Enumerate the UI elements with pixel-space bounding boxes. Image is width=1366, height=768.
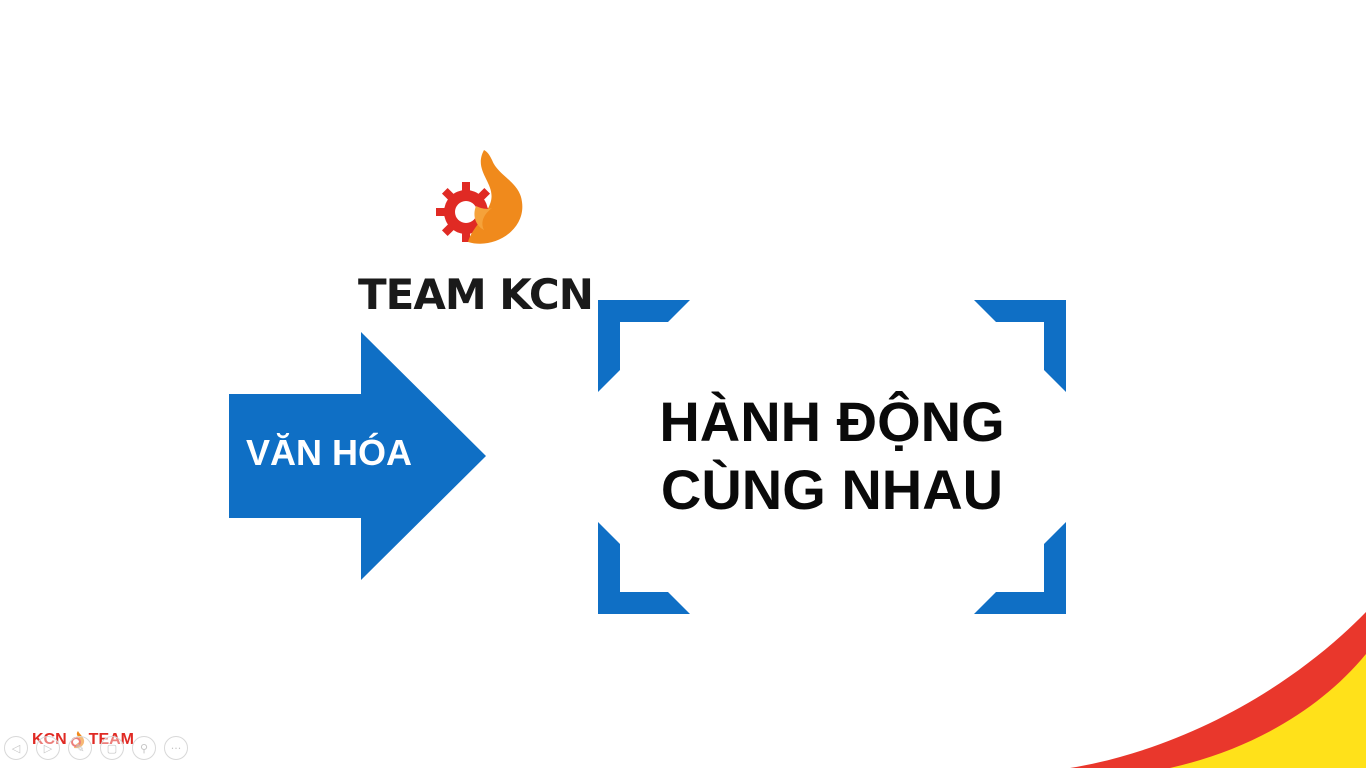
- next-icon: ▷: [43, 741, 53, 755]
- slideshow-toolbar: ◁ ▷ ✎ ▢ ⚲ ···: [4, 736, 188, 760]
- main-message-line2: CÙNG NHAU: [660, 458, 1004, 521]
- pen-icon: ✎: [75, 741, 85, 755]
- decorative-swoosh: [1070, 612, 1366, 768]
- ellipsis-icon: ···: [170, 741, 182, 755]
- main-message-line1: HÀNH ĐỘNG: [659, 390, 1005, 453]
- next-slide-button[interactable]: ▷: [36, 736, 60, 760]
- culture-arrow: [229, 332, 486, 580]
- team-kcn-logo-icon: [436, 150, 523, 244]
- magnifier-icon: ⚲: [139, 741, 149, 755]
- more-options-button[interactable]: ···: [164, 736, 188, 760]
- team-kcn-logo-text: TEAM KCN: [358, 270, 594, 319]
- previous-slide-button[interactable]: ◁: [4, 736, 28, 760]
- previous-icon: ◁: [11, 741, 21, 755]
- see-all-slides-button[interactable]: ▢: [100, 736, 124, 760]
- arrow-label: VĂN HÓA: [246, 432, 413, 473]
- focus-frame: [598, 300, 1066, 614]
- pen-tool-button[interactable]: ✎: [68, 736, 92, 760]
- zoom-button[interactable]: ⚲: [132, 736, 156, 760]
- main-message: HÀNH ĐỘNG CÙNG NHAU: [598, 388, 1066, 524]
- slides-grid-icon: ▢: [106, 741, 118, 755]
